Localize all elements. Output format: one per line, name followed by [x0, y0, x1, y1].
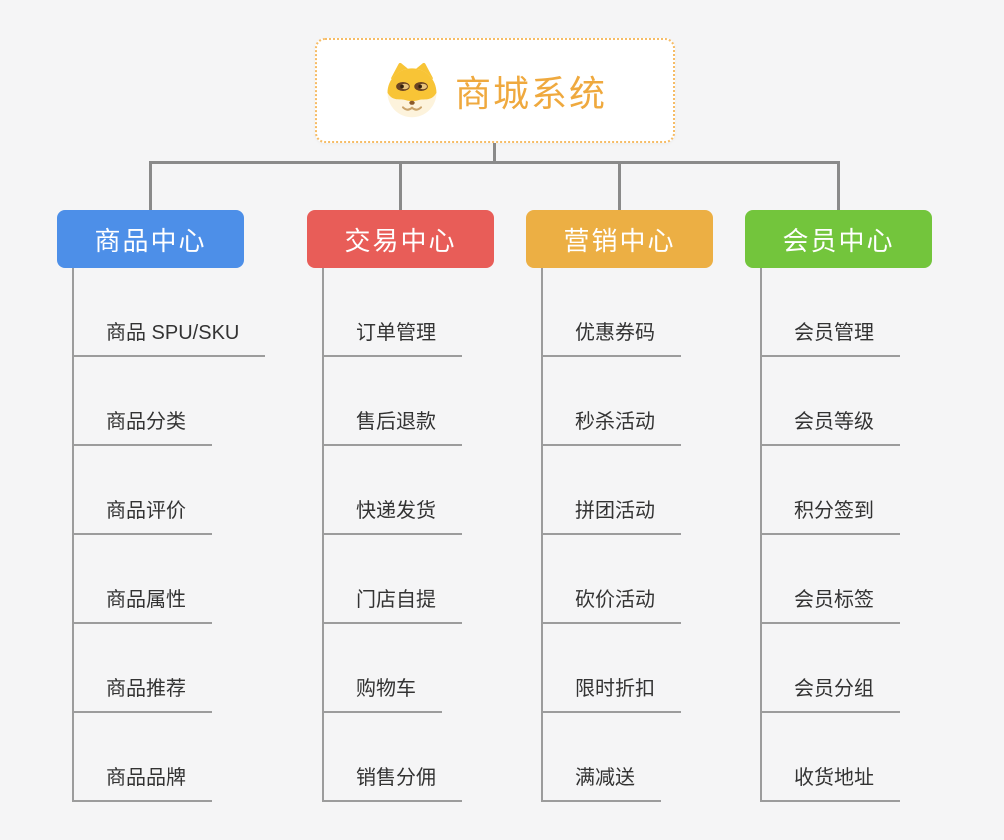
branch-product-center: 商品中心 商品 SPU/SKU 商品分类 商品评价 商品属性 商品推荐 商品品牌	[57, 210, 327, 810]
root-node[interactable]: 商城系统	[315, 38, 675, 143]
leaf-node[interactable]: 优惠券码	[542, 320, 681, 357]
leaf-node[interactable]: 商品推荐	[73, 676, 212, 713]
leaf-node[interactable]: 商品评价	[73, 498, 212, 535]
leaf-node[interactable]: 销售分佣	[323, 765, 462, 802]
leaf-node[interactable]: 拼团活动	[542, 498, 681, 535]
connector-drop	[149, 161, 152, 210]
leaf-node[interactable]: 积分签到	[761, 498, 900, 535]
leaf-node[interactable]: 会员管理	[761, 320, 900, 357]
branch-stem	[72, 268, 74, 802]
dog-face-icon	[387, 62, 437, 117]
leaf-node[interactable]: 订单管理	[323, 320, 462, 357]
leaf-node[interactable]: 会员等级	[761, 409, 900, 446]
branch-header-trade-center[interactable]: 交易中心	[307, 210, 494, 268]
root-node-title: 商城系统	[454, 72, 607, 114]
branch-marketing-center: 营销中心 优惠券码 秒杀活动 拼团活动 砍价活动 限时折扣 满减送	[526, 210, 796, 810]
leaf-node[interactable]: 会员标签	[761, 587, 900, 624]
leaf-node[interactable]: 门店自提	[323, 587, 462, 624]
connector-drop	[399, 161, 402, 210]
branch-header-product-center[interactable]: 商品中心	[57, 210, 244, 268]
leaf-node[interactable]: 商品品牌	[73, 765, 212, 802]
connector-root-stem	[493, 143, 496, 163]
leaf-node[interactable]: 会员分组	[761, 676, 900, 713]
leaf-node[interactable]: 商品 SPU/SKU	[73, 320, 266, 357]
leaf-node[interactable]: 商品分类	[73, 409, 212, 446]
leaf-node[interactable]: 秒杀活动	[542, 409, 681, 446]
leaf-node[interactable]: 商品属性	[73, 587, 212, 624]
connector-horizontal-bus	[149, 161, 840, 164]
leaf-node[interactable]: 砍价活动	[542, 587, 681, 624]
leaf-node[interactable]: 满减送	[542, 765, 661, 802]
branch-header-member-center[interactable]: 会员中心	[745, 210, 932, 268]
leaf-node[interactable]: 购物车	[323, 676, 442, 713]
branch-stem	[760, 268, 762, 802]
branch-stem	[541, 268, 543, 802]
leaf-node[interactable]: 收货地址	[761, 765, 900, 802]
connector-drop	[618, 161, 621, 210]
leaf-node[interactable]: 限时折扣	[542, 676, 681, 713]
connector-drop	[837, 161, 840, 210]
branch-header-marketing-center[interactable]: 营销中心	[526, 210, 713, 268]
branch-trade-center: 交易中心 订单管理 售后退款 快递发货 门店自提 购物车 销售分佣	[307, 210, 577, 810]
leaf-node[interactable]: 售后退款	[323, 409, 462, 446]
leaf-node[interactable]: 快递发货	[323, 498, 462, 535]
branch-stem	[322, 268, 324, 802]
branch-member-center: 会员中心 会员管理 会员等级 积分签到 会员标签 会员分组 收货地址	[745, 210, 1004, 810]
